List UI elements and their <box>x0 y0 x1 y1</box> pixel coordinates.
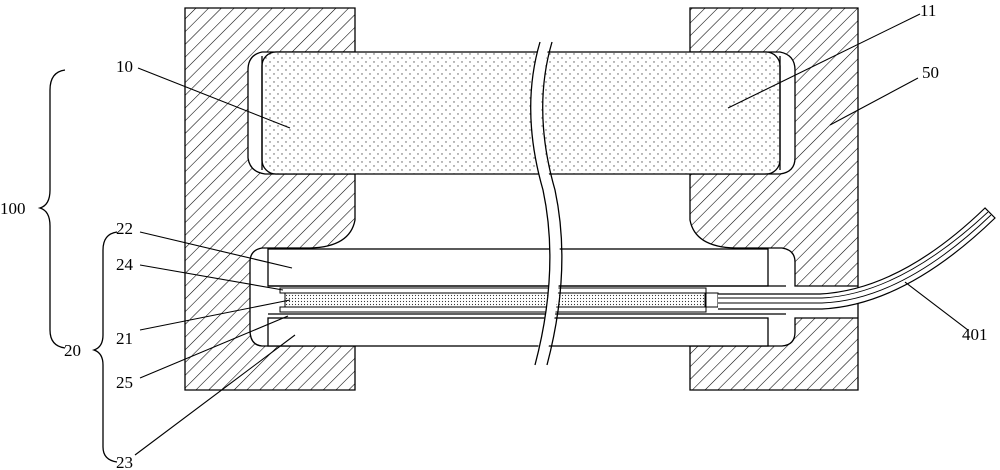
magnet-block <box>262 52 780 174</box>
upper-plate <box>268 249 768 286</box>
label-22: 22 <box>116 219 133 238</box>
label-401: 401 <box>962 325 988 344</box>
lower-plate <box>268 318 768 346</box>
film-top <box>280 288 706 293</box>
label-25: 25 <box>116 373 133 392</box>
film-bottom <box>280 307 706 312</box>
label-20: 20 <box>64 341 81 360</box>
label-11: 11 <box>920 1 936 20</box>
label-50: 50 <box>922 63 939 82</box>
lead-end <box>706 293 718 307</box>
label-24: 24 <box>116 255 134 274</box>
label-10: 10 <box>116 57 133 76</box>
label-21: 21 <box>116 329 133 348</box>
core-layer <box>285 293 705 307</box>
label-23: 23 <box>116 453 133 470</box>
label-100: 100 <box>0 199 26 218</box>
brace-100 <box>40 70 65 348</box>
brace-20 <box>94 232 117 462</box>
